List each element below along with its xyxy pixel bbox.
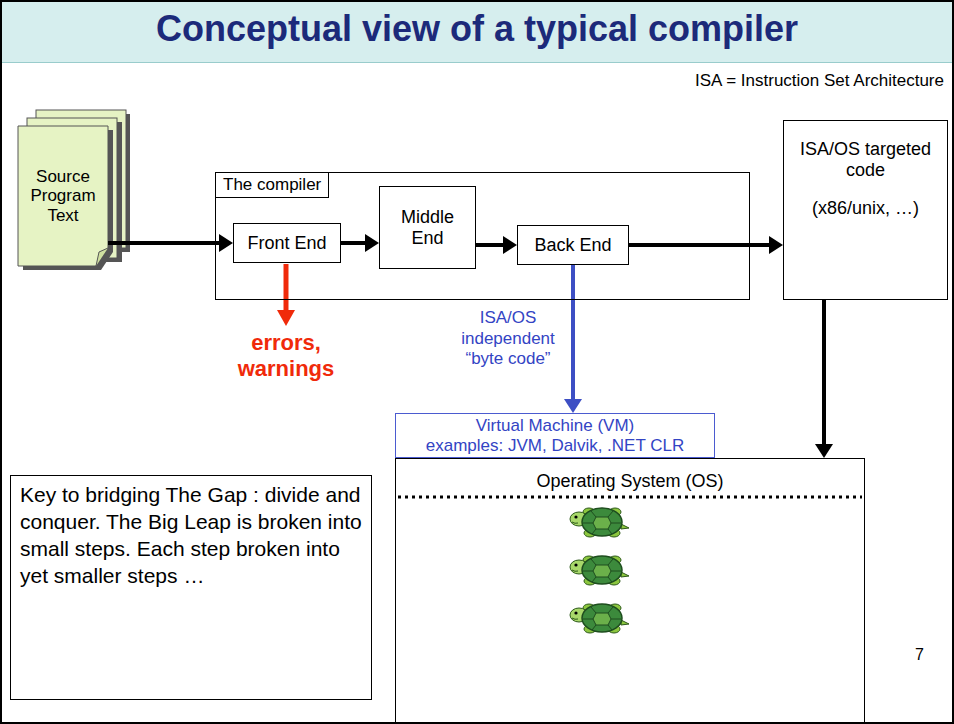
connector-line xyxy=(108,241,221,245)
process-box: Front End xyxy=(233,223,341,263)
slide-title: Conceptual view of a typical compiler xyxy=(0,8,954,50)
node-text: Middle End xyxy=(385,207,470,248)
node-text: Key to bridging The Gap : divide and con… xyxy=(20,482,362,590)
arrow-head xyxy=(564,399,582,413)
edge-label: ISA/OS independent “byte code” xyxy=(453,307,563,370)
output-box: ISA/OS targeted code (x86/unix, …) xyxy=(783,120,948,300)
os-box: Operating System (OS) xyxy=(395,458,865,724)
definition-note: ISA = Instruction Set Architecture xyxy=(540,71,944,91)
connector-arrow xyxy=(341,234,379,252)
arrow-head xyxy=(503,236,517,254)
connector-line xyxy=(476,243,505,247)
node-text: Source Program Text xyxy=(22,167,104,226)
node-text: Virtual Machine (VM) xyxy=(476,416,634,436)
error-label: errors, warnings xyxy=(221,330,351,383)
node-subtext: (x86/unix, …) xyxy=(812,198,919,219)
connector-arrow xyxy=(815,300,833,458)
connector-arrow xyxy=(564,265,582,413)
process-box: Back End xyxy=(517,225,629,265)
vm-box: Virtual Machine (VM)examples: JVM, Dalvi… xyxy=(395,413,715,458)
node-text: Front End xyxy=(247,233,326,254)
connector-line xyxy=(341,241,367,245)
node-text: The compiler xyxy=(216,173,329,198)
node-text: ISA/OS targeted code xyxy=(789,139,942,180)
node-subtext: examples: JVM, Dalvik, .NET CLR xyxy=(426,436,685,456)
arrow-head xyxy=(769,236,783,254)
process-box: Middle End xyxy=(379,186,476,269)
arrow-head xyxy=(219,234,233,252)
source-pages: Source Program Text xyxy=(18,126,108,266)
node-text: Operating System (OS) xyxy=(536,471,723,492)
compiler-box: The compilerFront End Middle EndBack End xyxy=(215,172,750,300)
arrow-head xyxy=(815,444,833,458)
page-number: 7 xyxy=(915,646,945,664)
connector-arrow xyxy=(476,236,517,254)
arrow-head xyxy=(365,234,379,252)
connector-arrow xyxy=(629,236,783,254)
connector-line xyxy=(571,265,575,401)
note-box: Key to bridging The Gap : divide and con… xyxy=(10,475,372,700)
connector-line xyxy=(822,300,826,446)
node-text: Back End xyxy=(534,235,611,256)
